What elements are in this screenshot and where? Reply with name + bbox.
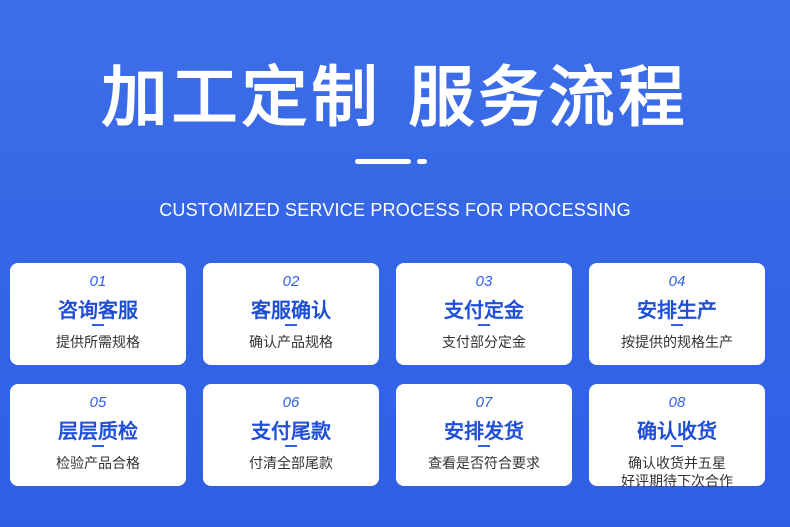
- step-underline: [671, 324, 683, 326]
- divider-dot: [417, 159, 427, 164]
- step-description: 提供所需规格: [56, 335, 140, 351]
- step-card-03: 03 支付定金 支付部分定金: [396, 263, 572, 365]
- page-title: 加工定制 服务流程: [101, 59, 689, 136]
- step-description: 付清全部尾款: [249, 456, 333, 472]
- step-number: 03: [475, 273, 493, 290]
- step-name: 确认收货: [637, 419, 717, 443]
- step-number: 01: [89, 273, 107, 290]
- divider-line: [355, 159, 411, 164]
- step-name: 安排发货: [444, 419, 524, 443]
- step-underline: [671, 445, 683, 447]
- page-subtitle: CUSTOMIZED SERVICE PROCESS FOR PROCESSIN…: [159, 200, 631, 220]
- step-card-07: 07 安排发货 查看是否符合要求: [396, 384, 572, 486]
- step-underline: [478, 324, 490, 326]
- step-underline: [285, 445, 297, 447]
- step-name: 安排生产: [637, 298, 717, 322]
- step-underline: [478, 445, 490, 447]
- step-name: 层层质检: [58, 419, 138, 443]
- step-description-line: 确认收货并五星: [628, 456, 726, 472]
- step-number: 08: [668, 394, 686, 411]
- step-number: 07: [475, 394, 493, 411]
- step-description-line: 好评期待下次合作: [621, 474, 733, 490]
- step-number: 06: [282, 394, 300, 411]
- step-number: 02: [282, 273, 300, 290]
- step-description: 查看是否符合要求: [428, 456, 540, 472]
- step-name: 支付定金: [444, 298, 524, 322]
- step-card-08: 08 确认收货 确认收货并五星 好评期待下次合作: [589, 384, 765, 490]
- step-description: 确认产品规格: [249, 335, 333, 351]
- step-card-01: 01 咨询客服 提供所需规格: [10, 263, 186, 365]
- step-description: 支付部分定金: [442, 335, 526, 351]
- step-name: 客服确认: [251, 298, 331, 322]
- step-card-05: 05 层层质检 检验产品合格: [10, 384, 186, 486]
- step-number: 05: [89, 394, 107, 411]
- step-description: 检验产品合格: [56, 456, 140, 472]
- step-underline: [285, 324, 297, 326]
- step-underline: [92, 445, 104, 447]
- step-description: 按提供的规格生产: [621, 335, 733, 351]
- step-name: 支付尾款: [251, 419, 331, 443]
- step-card-04: 04 安排生产 按提供的规格生产: [589, 263, 765, 365]
- step-card-06: 06 支付尾款 付清全部尾款: [203, 384, 379, 486]
- step-card-02: 02 客服确认 确认产品规格: [203, 263, 379, 365]
- step-description: 确认收货并五星 好评期待下次合作: [593, 455, 761, 491]
- step-underline: [92, 324, 104, 326]
- step-name: 咨询客服: [58, 298, 138, 322]
- step-number: 04: [668, 273, 686, 290]
